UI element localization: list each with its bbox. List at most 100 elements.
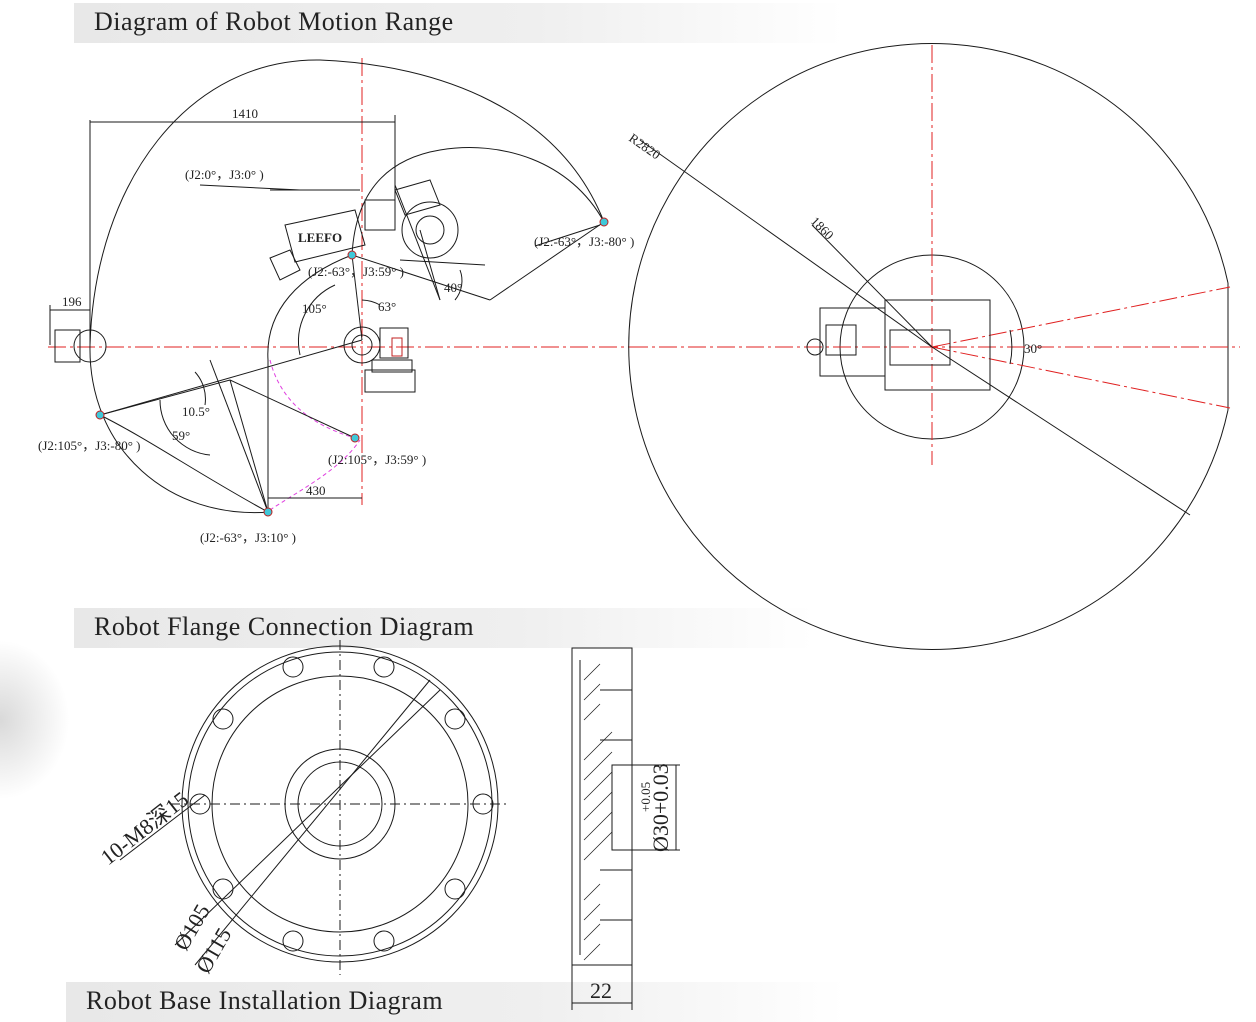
section-bore — [611, 764, 633, 851]
section-outline — [571, 647, 633, 966]
base-plate — [364, 369, 416, 393]
robot-base — [343, 326, 416, 393]
top-view — [628, 43, 1240, 650]
top-wrist — [825, 324, 857, 356]
bolt-hole — [282, 930, 304, 952]
leader-line — [199, 184, 301, 191]
flange-front-view — [119, 640, 510, 975]
robot-logo: LEEFO — [298, 230, 342, 245]
radius-label-inner: 1860 — [808, 214, 837, 243]
angle-arc-10-5 — [194, 371, 206, 406]
side-view: LEEFO — [48, 58, 630, 514]
shoulder-joint-inner — [351, 334, 373, 356]
angle-arc-30 — [1009, 329, 1013, 365]
arm-line — [229, 379, 269, 513]
arm-line — [399, 259, 486, 266]
angle-label-63: 63° — [378, 299, 396, 314]
bolt-hole — [444, 708, 466, 730]
pose-label-bottom: (J2:-63°，J3:10° ) — [200, 530, 296, 545]
angle-label-10-5: 10.5° — [182, 404, 210, 419]
section-title: Diagram of Robot Motion Range — [94, 7, 454, 36]
arm-line — [419, 229, 441, 301]
angle-arc-105 — [298, 284, 336, 356]
tool-body — [54, 329, 81, 363]
limit-line-lower — [931, 346, 1231, 409]
bolt-hole — [444, 878, 466, 900]
bolt-hole — [472, 793, 494, 815]
envelope-inner-arc — [351, 147, 605, 256]
radius-dim-r2820 — [639, 139, 933, 348]
bolt-hole — [373, 930, 395, 952]
arm-line — [99, 339, 363, 416]
section-title: Robot Flange Connection Diagram — [94, 612, 475, 641]
dim-label-reach: 1410 — [232, 106, 258, 121]
top-base-body — [884, 299, 991, 391]
top-shoulder — [889, 329, 951, 366]
envelope-left-arc — [267, 254, 353, 512]
elbow-cover — [394, 179, 441, 216]
reference-points — [95, 217, 609, 517]
angle-label-59: 59° — [172, 428, 190, 443]
flange-section-view — [571, 647, 680, 1010]
leader-dia-105 — [174, 689, 441, 946]
arm-line — [394, 184, 441, 301]
elbow-joint — [401, 201, 459, 259]
arm-line — [351, 254, 491, 301]
arm-line — [99, 379, 231, 416]
point-marker — [263, 507, 273, 517]
leader-line — [534, 224, 601, 247]
section-header-base: Robot Base Installation Diagram — [66, 982, 846, 1022]
point-marker — [95, 410, 105, 420]
robot-arm: LEEFO — [269, 179, 459, 281]
bore-tolerance-label: +0.05 — [638, 782, 653, 812]
arm-line — [351, 254, 363, 341]
top-tool-point — [806, 338, 824, 356]
bore-label: Ø30+0.03 — [648, 763, 673, 852]
bolt-hole — [212, 708, 234, 730]
radius-dim-1860 — [811, 224, 933, 348]
section-steps — [600, 689, 632, 921]
leader-holes — [119, 794, 206, 861]
envelope-lower-arc — [99, 414, 269, 513]
angle-arc-63 — [361, 299, 381, 306]
arm-line — [209, 359, 269, 513]
end-effector-left — [54, 329, 107, 363]
angle-arc-59 — [159, 399, 211, 456]
pose-label-home: (J2:0°，J3:0° ) — [185, 167, 264, 182]
top-arm-body — [819, 307, 886, 377]
angle-label-40: 40° — [444, 280, 462, 295]
robot-top — [806, 299, 991, 391]
bolt-hole — [189, 793, 211, 815]
envelope-outer-arc — [89, 59, 605, 514]
bolt-hole — [282, 656, 304, 678]
wrist-link — [269, 249, 301, 281]
section-title: Robot Base Installation Diagram — [86, 986, 444, 1015]
angle-label-105: 105° — [302, 301, 327, 316]
forearm-body — [284, 209, 366, 263]
arm-line — [489, 221, 605, 301]
base-body — [371, 359, 413, 373]
background-shade — [0, 640, 70, 800]
radius-label-outer: R2820 — [626, 130, 663, 162]
cable-connector — [391, 337, 403, 357]
section-header-flange: Robot Flange Connection Diagram — [74, 608, 814, 648]
tool-path — [269, 359, 356, 439]
wrist-housing — [364, 199, 396, 231]
pose-label-upper: (J2:-63°，J3:59° ) — [308, 264, 404, 279]
holes-label: 10-M8深15 — [96, 786, 193, 870]
pose-label-lower-mid: (J2:105°，J3:59° ) — [328, 452, 426, 467]
section-header-motion-range: Diagram of Robot Motion Range — [74, 3, 844, 43]
limit-line-upper — [931, 286, 1231, 348]
radius-line-outer — [931, 346, 1191, 516]
angle-arc-40 — [454, 269, 463, 301]
angle-label-30: 30° — [1024, 341, 1042, 356]
section-hatch — [583, 663, 613, 961]
shoulder-housing — [379, 327, 409, 359]
pose-label-left: (J2:105°，J3:-80° ) — [38, 438, 140, 453]
tool-flange — [73, 329, 107, 363]
arm-line — [229, 379, 356, 439]
point-marker — [347, 250, 357, 260]
elbow-joint-inner — [415, 215, 445, 245]
bolt-hole — [212, 878, 234, 900]
